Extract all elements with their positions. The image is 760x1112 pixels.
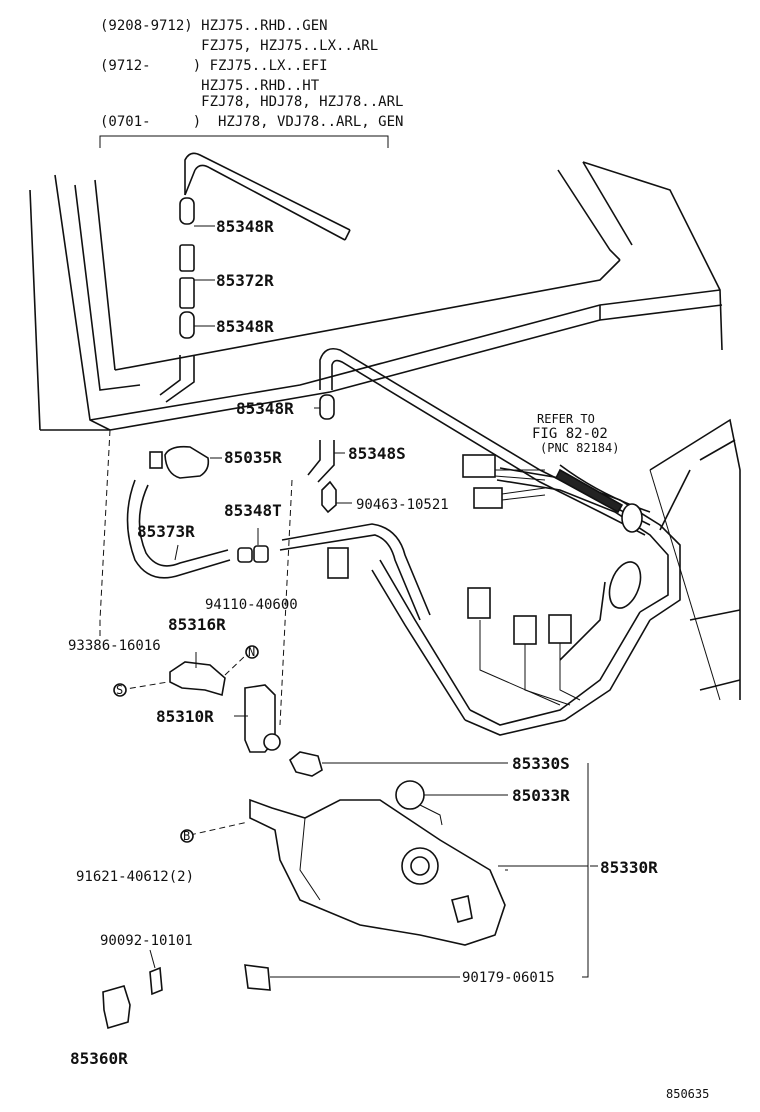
harness-wrap: [554, 468, 624, 514]
label-93386: 93386-16016: [68, 638, 161, 654]
grommet-85330S: [288, 751, 323, 777]
clamp-85316R: [169, 661, 226, 697]
bracket-90179: [244, 964, 271, 991]
label-85348T: 85348T: [224, 501, 282, 520]
wiring-harness: [279, 454, 681, 736]
refer-note: REFER TO FIG 82-02 (PNC 82184): [532, 412, 619, 455]
markers: S N B: [113, 645, 259, 843]
central-hose: [307, 347, 651, 536]
pump-outlet: [263, 733, 281, 751]
vehicle-body-outline: [29, 161, 741, 701]
header-line-3: (9712- ) FZJ75..LX..EFI: [100, 58, 328, 74]
connector-c: [548, 614, 572, 644]
label-85310R: 85310R: [156, 707, 214, 726]
label-85035R: 85035R: [224, 448, 282, 467]
part-labels: 85348R 85372R 85348R 85348R 85035R 85348…: [68, 217, 658, 1068]
marker-b-label: B: [183, 829, 190, 843]
refer-line-2: FIG 82-02: [532, 426, 608, 442]
header-block: (9208-9712) HZJ75..RHD..GEN FZJ75, HZJ75…: [99, 18, 403, 148]
label-85372R: 85372R: [216, 271, 274, 290]
label-85033R: 85033R: [512, 786, 570, 805]
label-85348S: 85348S: [348, 444, 406, 463]
label-90179: 90179-06015: [462, 970, 555, 986]
label-90463: 90463-10521: [356, 497, 449, 513]
header-line-2: FZJ75, HZJ75..LX..ARL: [100, 38, 378, 54]
hose-joint-85348T-b: [253, 545, 269, 563]
label-94110: 94110-40600: [205, 597, 298, 613]
header-bracket: [99, 135, 389, 148]
label-85348R-a: 85348R: [216, 217, 274, 236]
connector-f: [327, 547, 349, 579]
left-hose-assembly: [126, 445, 337, 579]
leader-lines: [99, 225, 598, 978]
marker-s-label: S: [116, 683, 123, 697]
label-85348R-b: 85348R: [216, 317, 274, 336]
tank-tab: [451, 895, 473, 923]
pump-assembly: [169, 661, 323, 777]
level-sensor-85033R: [395, 780, 425, 810]
hose-joint-85348R-a: [179, 197, 195, 225]
washer-nozzle-85035R: [164, 445, 210, 479]
label-85330S: 85330S: [512, 754, 570, 773]
nozzle-tip: [149, 451, 163, 469]
header-line-6: (0701- ) HZJ78, VDJ78..ARL, GEN: [100, 114, 403, 130]
figure-number: 850635: [666, 1087, 709, 1101]
connector-b: [513, 615, 537, 645]
connector-a: [467, 587, 491, 619]
hose-joint-85348T: [237, 547, 253, 563]
grommet-lower: [608, 561, 642, 609]
label-85373R: 85373R: [137, 522, 195, 541]
marker-n-label: N: [248, 645, 255, 659]
upper-hose-assembly: [159, 152, 351, 403]
label-91621: 91621-40612(2): [76, 869, 194, 885]
header-line-1: (9208-9712) HZJ75..RHD..GEN: [100, 18, 328, 34]
hose-joint-85348R-c: [319, 394, 335, 420]
bracket-85360R: [102, 985, 131, 1030]
clip-90463: [321, 480, 337, 514]
marker-n: [245, 645, 259, 659]
marker-s: [113, 683, 127, 697]
nut-90092: [149, 966, 163, 996]
label-90092: 90092-10101: [100, 933, 193, 949]
label-85360R: 85360R: [70, 1049, 128, 1068]
hose-joint-85348R-b: [179, 311, 195, 339]
label-85348R-c: 85348R: [236, 399, 294, 418]
washer-tank-85330R: [244, 780, 506, 991]
grommet-upper: [621, 503, 643, 533]
label-85316R: 85316R: [168, 615, 226, 634]
refer-line-1: REFER TO: [537, 412, 595, 426]
hose-joint-85372R-top: [179, 244, 195, 272]
header-line-4: HZJ75..RHD..HT: [100, 78, 320, 94]
connector-d: [462, 454, 496, 478]
connector-e: [473, 487, 503, 509]
hose-joint-85372R: [179, 277, 195, 309]
refer-line-3: (PNC 82184): [540, 441, 619, 455]
bracket-assembly: [102, 966, 163, 1030]
marker-b: [180, 829, 194, 843]
header-line-5: FZJ78, HDJ78, HZJ78..ARL: [100, 94, 403, 110]
label-85330R: 85330R: [600, 858, 658, 877]
